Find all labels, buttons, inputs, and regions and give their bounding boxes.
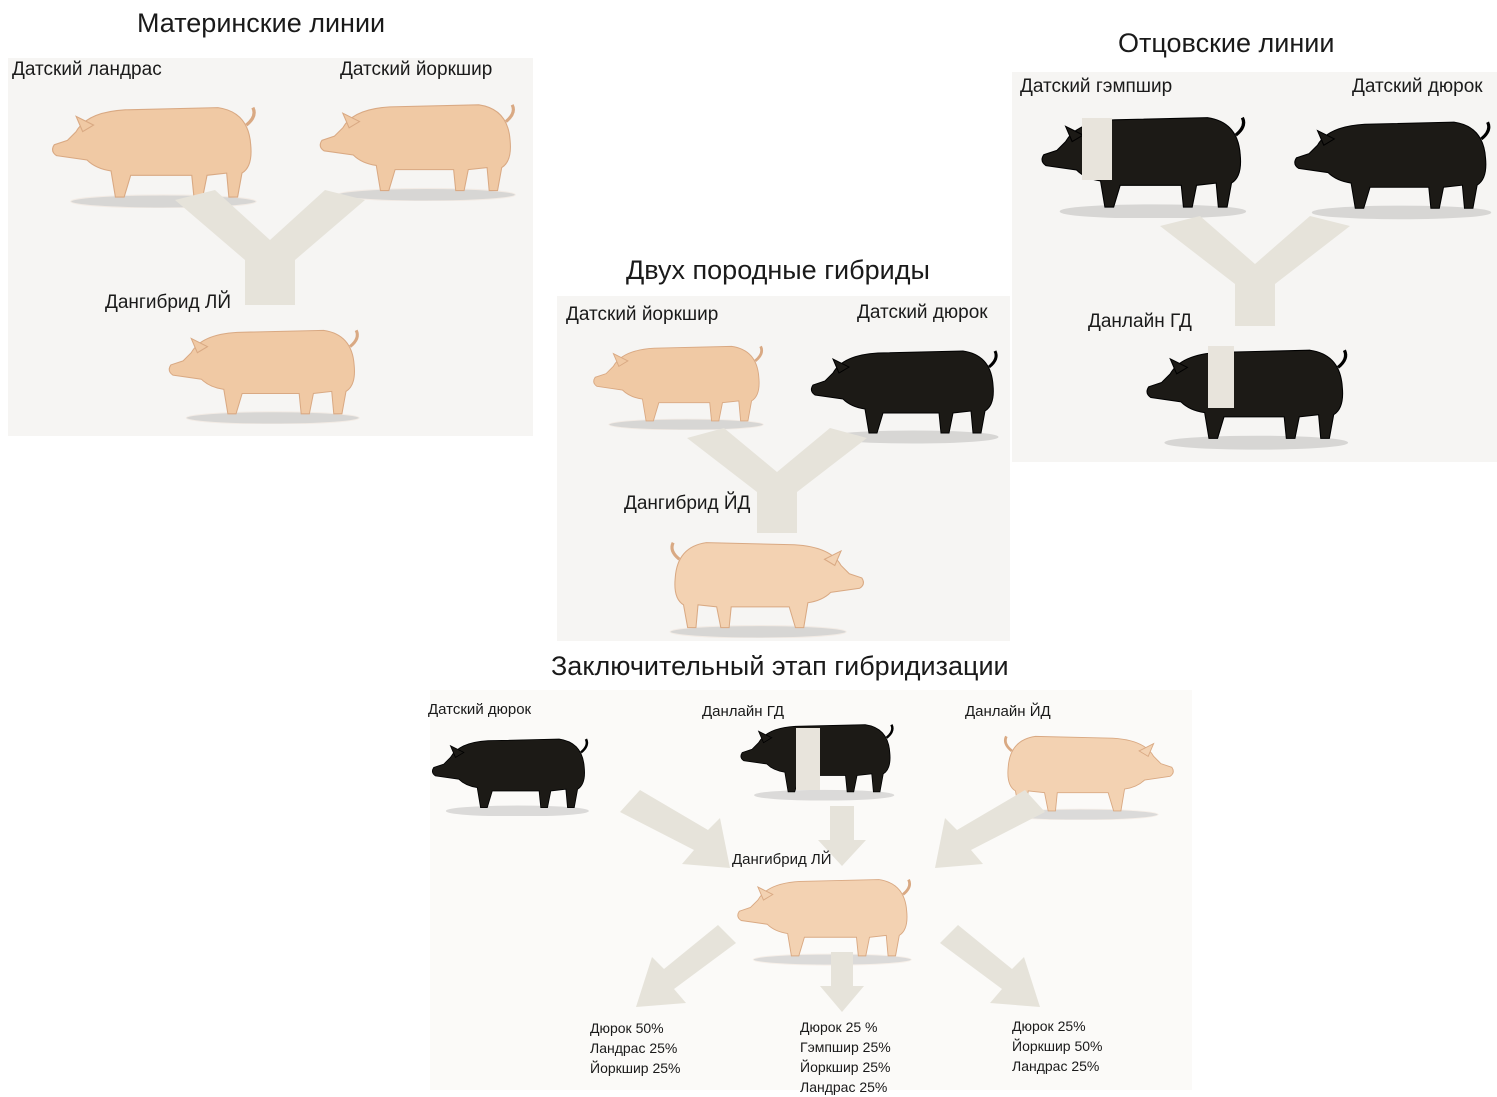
offspring-mid-composition: Дюрок 25 % Гэмпшир 25% Йоркшир 25% Ландр… [800, 1017, 891, 1097]
offspring-left-composition: Дюрок 50% Ландрас 25% Йоркшир 25% [590, 1018, 681, 1078]
maternal-parent-left-label: Датский ландрас [12, 59, 162, 81]
offspring-mid-line: Дюрок 25 % [800, 1017, 891, 1037]
twobreed-parent-right-label: Датский дюрок [857, 302, 988, 324]
maternal-child-label: Дангибрид ЛЙ [105, 292, 231, 314]
maternal-merge-arrow [170, 190, 370, 305]
final-arrow-out-left [636, 925, 736, 1010]
paternal-parent-left-label: Датский гэмпшир [1020, 76, 1172, 98]
offspring-mid-line: Йоркшир 25% [800, 1057, 891, 1077]
offspring-left-line: Дюрок 50% [590, 1018, 681, 1038]
paternal-merge-arrow [1155, 216, 1355, 326]
final-parent-left-label: Датский дюрок [428, 701, 531, 718]
danline-gd-pig-image-final [734, 708, 898, 802]
twobreed-child-label: Дангибрид ЙД [624, 493, 750, 515]
final-stage-title: Заключительный этап гибридизации [551, 651, 1009, 682]
twobreed-parent-left-label: Датский йоркшир [566, 304, 718, 326]
paternal-parent-right-label: Датский дюрок [1352, 76, 1483, 98]
final-parent-right-label: Данлайн ЙД [965, 703, 1051, 720]
final-arrow-out-right [940, 925, 1040, 1010]
maternal-parent-right-label: Датский йоркшир [340, 59, 492, 81]
offspring-left-line: Йоркшир 25% [590, 1058, 681, 1078]
duroc-pig-image-paternal [1286, 100, 1496, 222]
final-arrow-in-left [620, 790, 730, 870]
final-arrow-in-right [935, 790, 1045, 870]
twobreed-title: Двух породные гибриды [626, 255, 930, 286]
offspring-left-line: Ландрас 25% [590, 1038, 681, 1058]
yorkshire-pig-image-twobreed [572, 330, 782, 430]
offspring-mid-line: Ландрас 25% [800, 1077, 891, 1097]
yorkshire-pig-image [302, 86, 530, 201]
danhybrid-yd-pig-image [656, 524, 881, 638]
offspring-right-line: Дюрок 25% [1012, 1016, 1103, 1036]
duroc-pig-image-final [425, 724, 593, 816]
paternal-lines-title: Отцовские линии [1118, 28, 1334, 59]
offspring-right-composition: Дюрок 25% Йоркшир 50% Ландрас 25% [1012, 1016, 1103, 1076]
maternal-lines-title: Материнские линии [137, 8, 385, 39]
final-arrow-out-mid [820, 952, 864, 1012]
hampshire-pig-image [1022, 98, 1262, 218]
danhybrid-ly-pig-image [150, 312, 375, 424]
offspring-right-line: Йоркшир 50% [1012, 1036, 1103, 1056]
danline-gd-pig-image [1138, 326, 1353, 454]
offspring-mid-line: Гэмпшир 25% [800, 1037, 891, 1057]
twobreed-merge-arrow [682, 428, 872, 533]
offspring-right-line: Ландрас 25% [1012, 1056, 1103, 1076]
